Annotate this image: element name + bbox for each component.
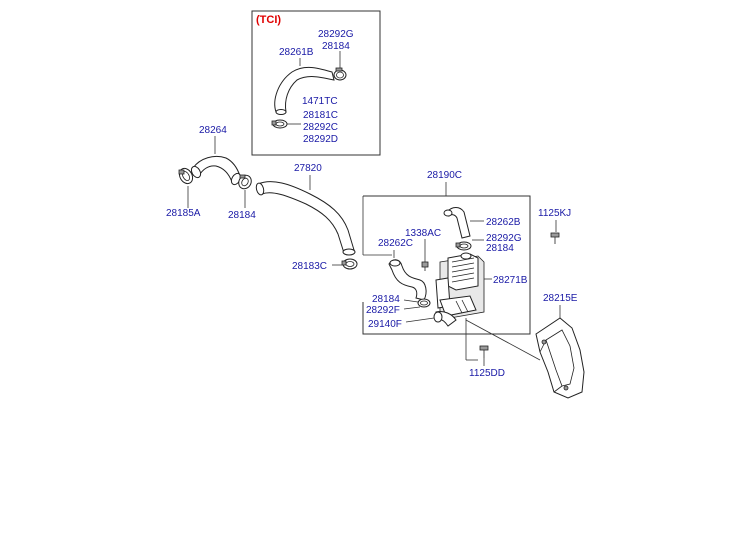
hose-27820 [255, 181, 356, 256]
label-28271b: 28271B [493, 275, 528, 286]
bolt-1125kj-group: 1125KJ [538, 208, 571, 244]
clamp-28184-lower [417, 298, 431, 308]
label-28184-lower: 28184 [372, 294, 400, 305]
clamp-28292g [455, 241, 472, 251]
bolt-1338ac [421, 261, 429, 271]
bolt-1125dd [479, 345, 489, 358]
hose-29140f [433, 311, 457, 327]
clamp-28184-left [238, 174, 252, 190]
label-28264: 28264 [199, 125, 227, 136]
tci-label-28261b: 28261B [279, 47, 314, 58]
hose-28262c [388, 259, 427, 301]
hose-28262b [443, 207, 471, 239]
intercooler-28271b [435, 252, 485, 319]
label-28184-left: 28184 [228, 210, 256, 221]
tci-label-28292c: 28292C [303, 122, 338, 133]
tci-label-28292g: 28292G [318, 29, 354, 40]
tci-hose-28261b [274, 66, 335, 115]
tci-label-1471tc: 1471TC [302, 96, 338, 107]
label-28292f: 28292F [366, 305, 400, 316]
assembly-frame [362, 195, 531, 335]
air-guide-28215e-group: 28215E [465, 293, 585, 399]
label-28190c: 28190C [427, 170, 462, 181]
label-28262c: 28262C [378, 238, 413, 249]
bolt-1125dd-group: 1125DD [465, 318, 505, 379]
air-guide-28215e [535, 317, 585, 399]
label-28262b: 28262B [486, 217, 521, 228]
bolt-1125kj [550, 232, 560, 244]
label-28183c: 28183C [292, 261, 327, 272]
hose-27820-group: 27820 28183C [255, 163, 358, 272]
label-28185a: 28185A [166, 208, 201, 219]
label-28292g: 28292G [486, 233, 522, 244]
tci-inset: (TCI) 28292G 28184 28261B 1471TC 28181C … [251, 10, 381, 156]
tci-clamp-28184 [333, 67, 347, 81]
label-29140f: 29140F [368, 319, 402, 330]
label-27820: 27820 [294, 163, 322, 174]
tci-title: (TCI) [256, 14, 281, 26]
clamp-28185a [178, 167, 194, 185]
hose-28264-group: 28264 28185A 28184 [166, 125, 256, 221]
tci-clamp-28181c [271, 119, 288, 129]
tci-inset-frame [251, 10, 381, 156]
clamp-28183c [341, 258, 358, 270]
tci-label-28292d: 28292D [303, 134, 338, 145]
intercooler-assembly-28190c: 28190C 28262B 28292G 28184 1338AC 28262C [362, 170, 531, 335]
label-28184-right: 28184 [486, 243, 514, 254]
label-28215e: 28215E [543, 293, 578, 304]
hose-28264 [190, 155, 242, 186]
label-1125dd: 1125DD [469, 368, 505, 379]
tci-label-28184: 28184 [322, 41, 350, 52]
label-1338ac: 1338AC [405, 228, 441, 239]
label-1125kj: 1125KJ [538, 208, 571, 219]
tci-label-28181c: 28181C [303, 110, 338, 121]
